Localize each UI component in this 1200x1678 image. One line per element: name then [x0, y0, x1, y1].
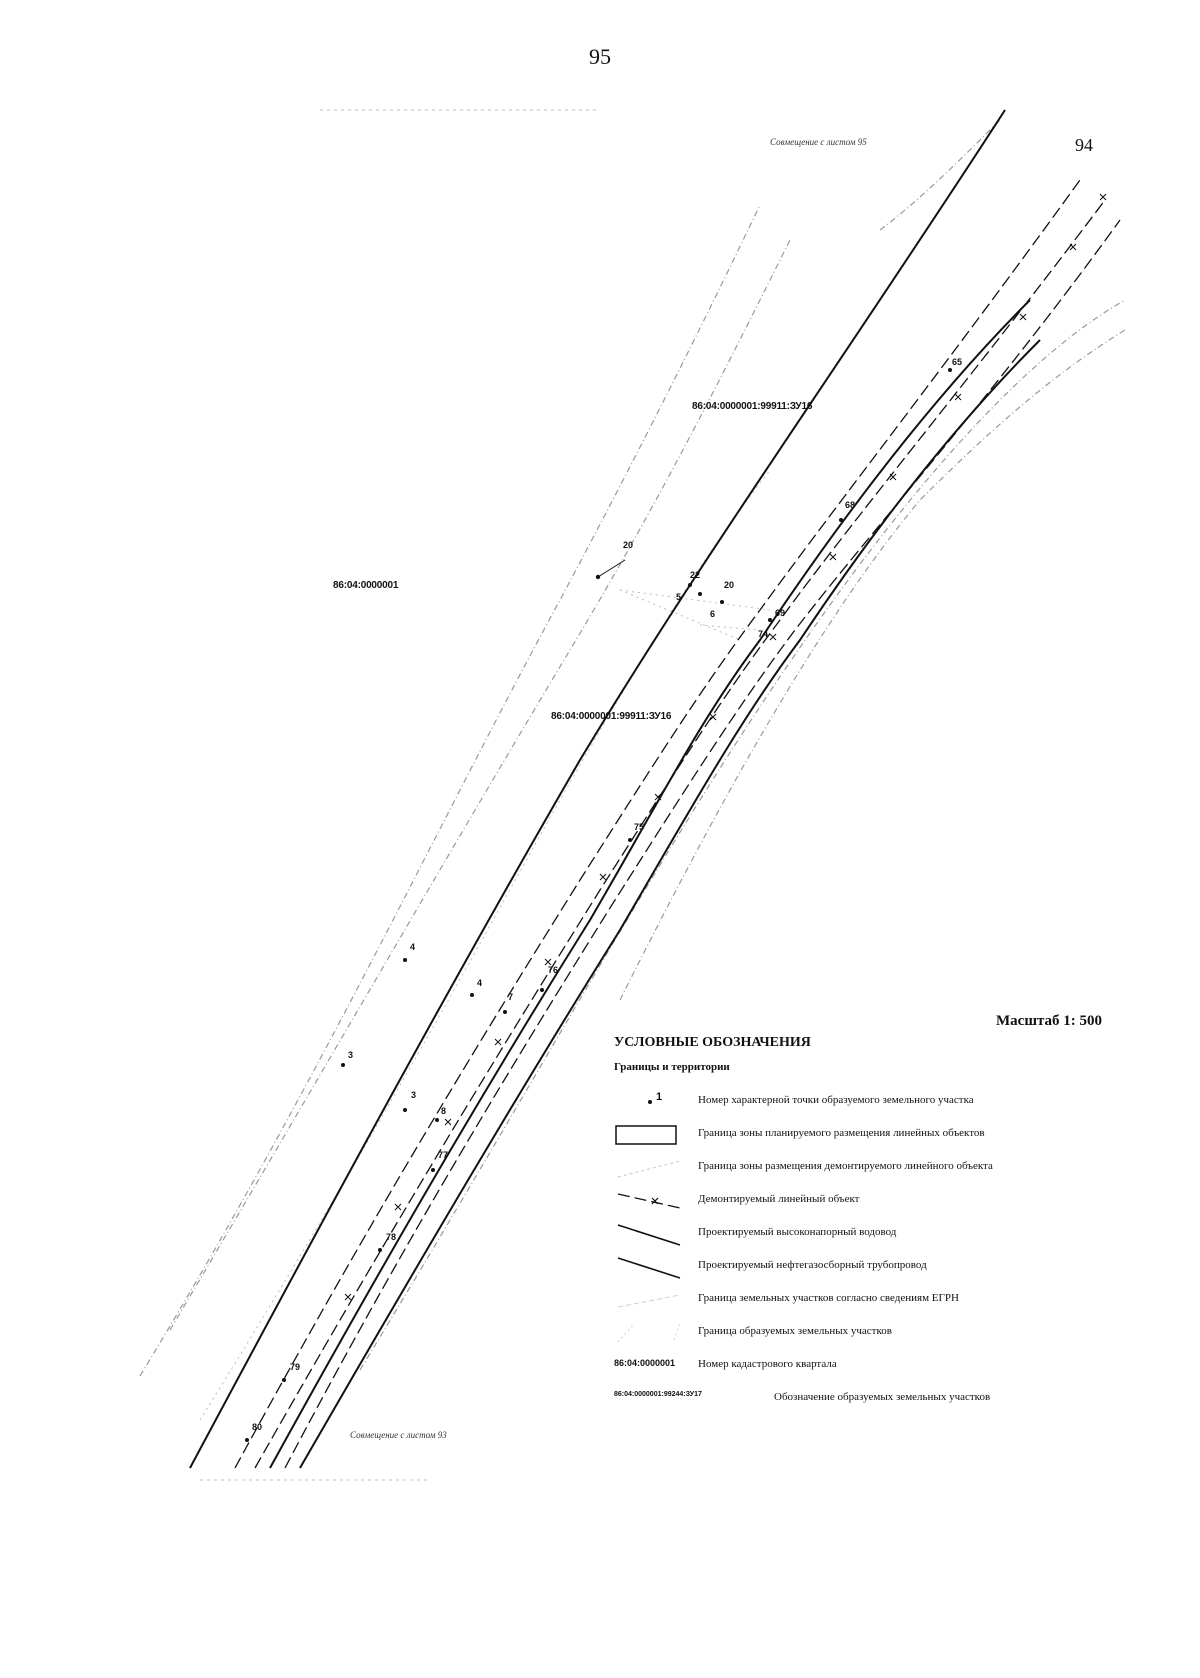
map-scale: Масштаб 1: 500 [996, 1013, 1103, 1029]
legend-item-text: Граница зоны планируемого размещения лин… [698, 1127, 985, 1139]
legend-item-text: Граница зоны размещения демонтируемого л… [698, 1160, 993, 1172]
egrn-boundary-line [619, 329, 1126, 1001]
point-number: 76 [548, 965, 559, 975]
point-dot [698, 592, 702, 596]
point-number: 65 [952, 357, 963, 367]
dismantled-line [234, 179, 1081, 1469]
zone-boundary-symbol [614, 1120, 684, 1150]
point-number: 3 [348, 1050, 354, 1060]
point-number: 5 [676, 592, 682, 602]
point-dot [948, 368, 952, 372]
formed-parcel-boundary [699, 624, 761, 631]
point-number: 20 [623, 540, 634, 550]
legend-section-title: Границы и территории [614, 1061, 730, 1073]
legend: УСЛОВНЫЕ ОБОЗНАЧЕНИЯ Границы и территори… [614, 1035, 1114, 1417]
block-code-sample: 86:04:0000001 [614, 1358, 676, 1368]
point-number: 6 [710, 609, 716, 619]
x-marker-group [344, 193, 1107, 1301]
point-number: 69 [775, 608, 786, 618]
point-dot [431, 1168, 435, 1172]
water-pipeline-symbol [614, 1219, 684, 1249]
legend-item: 86:04:0000001 Номер кадастрового квартал… [614, 1351, 1114, 1384]
egrn-boundary-line [139, 204, 761, 1377]
formed-parcel-boundary [619, 589, 741, 641]
formed-parcel-boundary [619, 589, 771, 611]
legend-item-text: Номер кадастрового квартала [698, 1358, 837, 1370]
sheet-number: 94 [1075, 135, 1093, 155]
legend-item: Проектируемый высоконапорный водовод [614, 1219, 1114, 1252]
point-dot [282, 1378, 286, 1382]
point-dot [768, 618, 772, 622]
point-number: 77 [438, 1150, 449, 1160]
legend-item: Граница зоны размещения демонтируемого л… [614, 1153, 1114, 1186]
point-number: 8 [441, 1106, 447, 1116]
point-dot [245, 1438, 249, 1442]
sheet-note-bottom: Совмещение с листом 93 [350, 1430, 447, 1440]
legend-item: Граница образуемых земельных участков [614, 1318, 1114, 1351]
page-number: 95 [589, 44, 611, 69]
point-dot [720, 600, 724, 604]
egrn-boundary-line [359, 299, 1126, 1371]
legend-item: 1 Номер характерной точки образуемого зе… [614, 1087, 1114, 1120]
point-number-symbol: 1 [614, 1087, 684, 1117]
legend-item-text: Номер характерной точки образуемого земе… [698, 1094, 974, 1106]
sheet-note-top: Совмещение с листом 95 [770, 137, 867, 147]
legend-item-text: Демонтируемый линейный объект [698, 1193, 860, 1205]
oil-gas-pipeline-symbol [614, 1252, 684, 1282]
legend-item: Проектируемый нефтегазосборный трубопров… [614, 1252, 1114, 1285]
point-dot [341, 1063, 345, 1067]
parcel-label: 86:04:0000001:99911:ЗУ16 [692, 401, 813, 412]
legend-item-text: Обозначение образуемых земельных участко… [774, 1391, 991, 1403]
point-number: 3 [411, 1090, 417, 1100]
point-dot [435, 1118, 439, 1122]
parcel-label: 86:04:0000001:99911:ЗУ16 [551, 711, 672, 722]
point-dot [839, 518, 843, 522]
legend-item-text: Проектируемый высоконапорный водовод [698, 1226, 897, 1238]
dimension-line [597, 559, 626, 578]
egrn-boundary-line [169, 239, 791, 1331]
legend-item: 86:04:0000001:99244:ЗУ17 Обозначение обр… [614, 1384, 1114, 1417]
point-dot [503, 1010, 507, 1014]
water-pipeline [189, 109, 1006, 1469]
dismantled-line-symbol [614, 1186, 684, 1216]
dismantle-zone-symbol [614, 1153, 684, 1183]
point-dot [540, 988, 544, 992]
point-dot [403, 958, 407, 962]
egrn-boundary-symbol [614, 1285, 684, 1315]
dismantled-line [284, 219, 1121, 1469]
legend-item: Демонтируемый линейный объект [614, 1186, 1114, 1219]
parcel-code-sample: 86:04:0000001:99244:ЗУ17 [614, 1391, 702, 1398]
point-number: 80 [252, 1422, 263, 1432]
point-dot [403, 1108, 407, 1112]
point-number-sample: 1 [656, 1091, 663, 1103]
legend-title: УСЛОВНЫЕ ОБОЗНАЧЕНИЯ [614, 1035, 811, 1050]
point-number: 79 [290, 1362, 301, 1372]
formed-parcel-symbol [614, 1318, 684, 1348]
point-dot [628, 838, 632, 842]
legend-item-text: Граница образуемых земельных участков [698, 1325, 892, 1337]
cadastral-block-label: 86:04:0000001 [333, 580, 399, 591]
point-dot [378, 1248, 382, 1252]
point-number: 78 [386, 1232, 397, 1242]
formed-parcel-boundary [199, 469, 771, 1421]
point-number: 20 [724, 580, 735, 590]
egrn-boundary-line [879, 119, 1001, 231]
point-number: 4 [410, 942, 416, 952]
legend-item: Граница зоны планируемого размещения лин… [614, 1120, 1114, 1153]
point-number: 7 [508, 992, 514, 1002]
point-number: 68 [845, 500, 856, 510]
zone-boundary [269, 299, 1031, 1469]
point-dot [470, 993, 474, 997]
dismantled-line [254, 199, 1106, 1469]
point-dot [688, 583, 692, 587]
point-number: 22 [690, 570, 701, 580]
point-number: 74 [758, 629, 769, 639]
point-number: 75 [634, 822, 645, 832]
legend-item-text: Граница земельных участков согласно свед… [698, 1292, 959, 1304]
point-number: 4 [477, 978, 483, 988]
legend-item-text: Проектируемый нефтегазосборный трубопров… [698, 1259, 927, 1271]
legend-item: Граница земельных участков согласно свед… [614, 1285, 1114, 1318]
